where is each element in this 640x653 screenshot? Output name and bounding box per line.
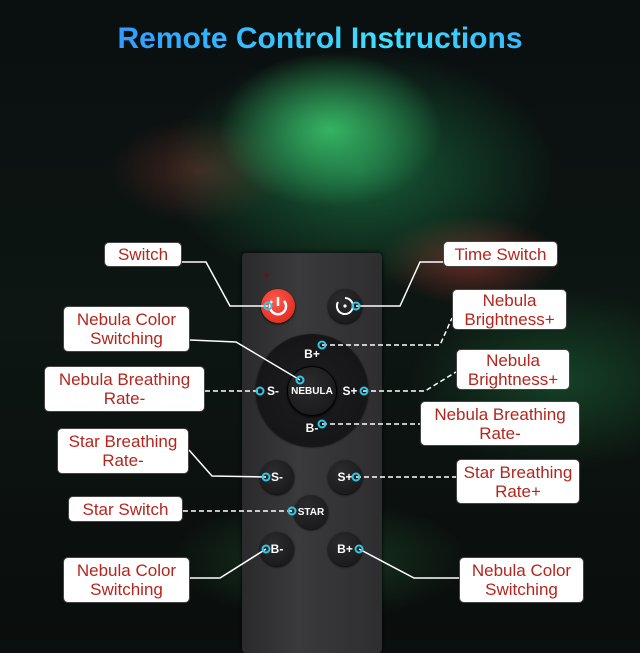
dot-switch [263,301,273,311]
connector-switch [182,261,268,307]
connector-brightness-2 [363,371,457,392]
dot-timer [351,301,361,311]
s-minus-ring-label[interactable]: S- [267,384,279,398]
connector-nebula-color-top [189,339,301,381]
dot-star [287,506,297,516]
connector-star-breathing-minus [188,449,267,478]
dot-s-plus [351,472,361,482]
star-button[interactable]: STAR [294,495,328,529]
connector-nebula-color-bl [190,548,267,579]
dot-b-minus [317,419,327,429]
s-plus-ring-label[interactable]: S+ [342,384,358,398]
nebula-button[interactable]: NEBULA [287,366,337,416]
dot-s-minus-ring [255,386,265,396]
b-minus-ring-label[interactable]: B- [305,421,319,435]
connector-nebula-color-br [358,548,459,579]
dot-b-plus [317,340,327,350]
dot-b-minus-btn [261,544,271,554]
dot-s-minus [261,472,271,482]
remote-control [242,253,382,653]
dot-b-plus-btn [354,544,364,554]
callout-star-switch: Star Switch [68,496,183,522]
connector-brightness-1 [322,317,453,346]
dot-nebula [295,375,305,385]
callout-switch: Switch [104,242,182,267]
dot-s-plus-ring [359,386,369,396]
indicator-led [264,273,269,278]
b-plus-ring-label[interactable]: B+ [304,347,320,361]
power-icon [268,297,288,316]
timer-icon [335,297,354,315]
callout-time-switch: Time Switch [443,241,558,267]
connector-time-switch [356,261,443,307]
page-title: Remote Control Instructions [0,22,640,56]
